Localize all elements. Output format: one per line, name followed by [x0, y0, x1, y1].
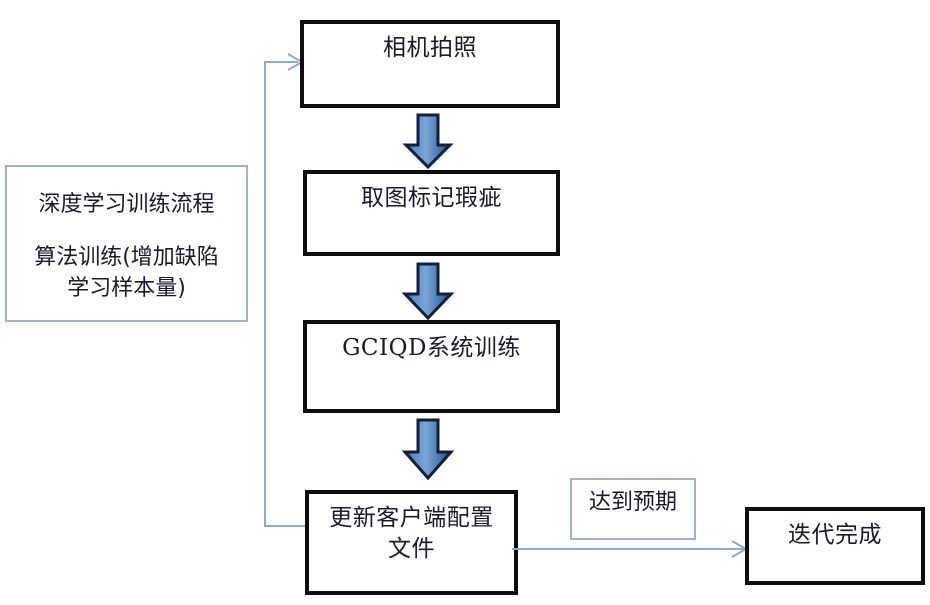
edge-label-meets-expectation-text: 达到预期 [588, 490, 677, 515]
node-camera-capture[interactable]: 相机拍照 [300, 20, 560, 108]
feedback-connector-path [264, 53, 305, 527]
down-arrow-3 [400, 418, 456, 480]
edge-label-meets-expectation: 达到预期 [570, 478, 696, 540]
training-process-note: 深度学习训练流程 算法训练(增加缺陷 学习样本量) [5, 165, 248, 322]
node-gciqd-training[interactable]: GCIQD系统训练 [303, 320, 560, 413]
down-arrow-2 [400, 262, 456, 320]
success-connector [512, 536, 752, 562]
feedback-connector [258, 50, 318, 540]
note-line-title: 深度学习训练流程 [38, 192, 215, 217]
down-arrow-1 [402, 113, 454, 169]
node-mark-defects-label: 取图标记瑕疵 [361, 185, 502, 211]
node-gciqd-training-label: GCIQD系统训练 [342, 335, 521, 361]
node-iteration-done-label: 迭代完成 [788, 522, 882, 548]
node-camera-capture-label: 相机拍照 [383, 35, 477, 61]
node-update-config[interactable]: 更新客户端配置 文件 [305, 490, 518, 595]
node-update-config-label: 更新客户端配置 文件 [329, 505, 494, 562]
node-iteration-done[interactable]: 迭代完成 [745, 507, 925, 585]
node-mark-defects[interactable]: 取图标记瑕疵 [303, 170, 560, 256]
success-connector-path [512, 540, 749, 558]
note-line-detail: 算法训练(增加缺陷 学习样本量) [34, 245, 219, 301]
